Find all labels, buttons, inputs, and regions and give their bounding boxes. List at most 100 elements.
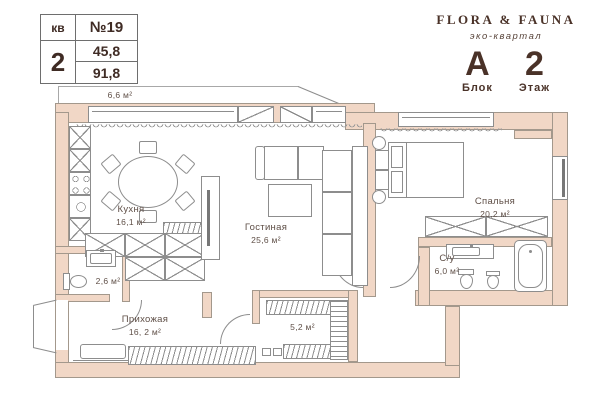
entrance-gap [56,300,68,350]
balcony-label: 6,6 м² [107,90,133,100]
bedroom-side-window [552,156,568,200]
kitchen-cabinet [69,126,91,149]
entrance-door-leaf-bottom [32,347,57,354]
dining-chair [174,190,196,212]
bathtub-drain [529,250,532,253]
hallway-wardrobe-rail [128,346,256,365]
living-label: Гостиная 25,6 м² [244,222,288,245]
wc-label: 2,6 м² [95,276,121,286]
bedroom-label: Спальня 20,2 м² [474,196,516,219]
sofa-cushion [298,146,324,180]
block-label: Блок [461,82,493,94]
block-floor-group: А Блок 2 Этаж [428,47,584,94]
nightstand [375,150,389,170]
tv-unit [201,176,220,260]
dining-chair [174,153,196,175]
wall-closet-left [252,290,260,324]
wall-bottom-bath [415,290,568,306]
dining-chair [100,153,122,175]
kitchen-counter-cabinet [125,233,165,257]
kitchen-cabinet [69,149,91,172]
bedroom-window [398,112,494,127]
wc-sink-tap [100,249,104,252]
rooms-count: 2 [50,46,66,77]
kitchen-sink [69,195,91,218]
kitchen-counter-cabinet [165,233,205,257]
living-window-opening [280,106,312,123]
coffee-table [268,184,312,217]
vanity-tap [470,244,473,247]
sofa-cushion [322,150,352,192]
wall-bottom-main [55,362,460,378]
closet-rail-bottom [283,344,331,359]
bedside-lamp [372,136,386,150]
unit-label: кв [41,15,75,41]
hallway-bench [80,344,126,359]
unit-number: №19 [75,15,137,41]
living-window [312,106,346,123]
bed-pillow [391,146,403,168]
floor-label: Этаж [518,82,551,94]
closet-box [262,348,271,356]
bathroom-label: С/у 6,0 м² [434,253,460,276]
closet-rail-top [266,300,338,315]
window-glass-line [316,111,342,112]
wall-closet-right [348,290,358,362]
floor-column: 2 Этаж [519,47,550,94]
hallway-bench-base [73,360,131,361]
sofa-backrest [352,146,368,286]
bidet-bowl [487,275,499,289]
unit-info-table: кв №19 2 45,8 91,8 [40,14,138,84]
kitchen-label: Кухня 16,1 м² [116,204,146,227]
window-sill-wave-kitchen-living [76,124,362,130]
wc-toilet-tank [63,273,70,290]
total-area-value: 91,8 [75,62,137,83]
hall-pillar [202,292,212,318]
kitchen-window-opening [238,106,274,123]
bedside-lamp [372,190,386,204]
bedroom-wardrobe [425,216,486,237]
brand-logo: FLORA & FAUNA эко-квартал А Блок 2 Этаж [428,12,584,94]
bedroom-door-arc [390,256,420,288]
bed-blanket-line [406,143,407,197]
closet-label: 5,2 м² [290,322,315,332]
bed-pillow [391,171,403,193]
sofa-cushion [322,192,352,234]
sofa-cushion [322,234,352,276]
wall-closet-top [252,290,354,298]
wall-right [552,112,568,306]
dining-table [118,156,178,208]
brand-tagline: эко-квартал [469,31,543,42]
living-area-value: 45,8 [75,41,137,62]
window-glass-line [402,117,490,118]
dining-chair [139,141,157,154]
side-window-bar [562,159,565,197]
block-value: А [465,45,490,83]
block-column: А Блок [462,47,493,94]
nightstand [375,170,389,190]
hallway-label: Прихожая 16, 2 м² [121,314,169,337]
bedroom-niche-stub [514,130,552,139]
closet-shelves-right [330,300,348,360]
kitchen-counter-cabinet [165,257,205,281]
toilet-bowl [460,274,473,289]
kitchen-counter-cabinet [125,257,165,281]
wall-step [445,306,460,366]
wc-sink-bowl [90,253,112,264]
bedroom-wardrobe [486,216,548,237]
wc-toilet-bowl [70,275,87,288]
vanity-sink [452,247,480,256]
kitchen-stove [69,172,91,195]
kitchen-window [88,106,238,123]
entrance-door-leaf-top [32,299,57,306]
wall-wc-bottom [55,294,110,302]
wall-bath-left [418,247,430,306]
window-sill-wave-bedroom [380,128,502,134]
brand-name: FLORA & FAUNA [436,12,576,27]
closet-door-arc [220,314,250,344]
entrance-door-edge [33,306,34,348]
sofa-cushion [264,146,298,180]
tv-screen [207,190,210,246]
closet-box [273,348,282,356]
